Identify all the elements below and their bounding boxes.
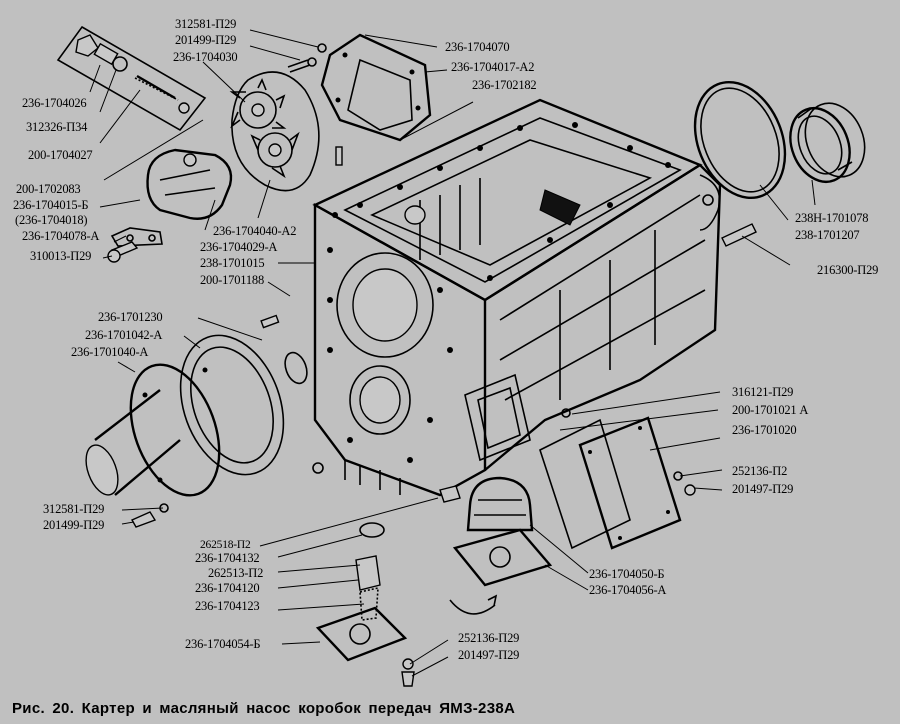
part-label: 200-1701021 А [732,403,809,417]
rear-seal-bearing [693,80,866,247]
part-label: 236-1704054-Б [185,637,261,651]
part-label: 238-1701015 [200,256,265,270]
part-label: 236-1704120 [195,581,260,595]
part-label: 238Н-1701078 [795,211,869,225]
part-label: 200-1702083 [16,182,81,196]
part-label: 236-1704132 [195,551,260,565]
part-label: 236-1704078-А [22,229,100,243]
gearbox-housing [312,98,722,497]
oil-strainer [312,462,553,687]
pump-body [107,148,233,263]
top-bolts [287,43,343,166]
side-cover [539,408,696,550]
part-label: 201499-П29 [43,518,105,532]
part-label: 312581-П29 [175,17,237,31]
part-label: 236-1704030 [173,50,238,64]
part-label: 236-1704017-А2 [451,60,535,74]
part-label: 200-1701188 [200,273,264,287]
part-label: 312326-П34 [26,120,88,134]
figure-caption: Рис. 20. Картер и масляный насос коробок… [12,700,516,717]
front-cover-bolts [131,503,169,528]
part-label: 216300-П29 [817,263,879,277]
part-label: 201497-П29 [732,482,794,496]
part-label: 252136-П29 [458,631,520,645]
part-label: 236-1704029-А [200,240,278,254]
part-label: 236-1704040-А2 [213,224,297,238]
part-label: 236-1704050-Б [589,567,665,581]
relief-valve-assembly [56,25,207,132]
pump-gears [229,78,300,179]
part-label: 236-1702182 [472,78,537,92]
part-label: 252136-П2 [732,464,788,478]
pump-gasket [231,71,320,192]
part-label: 236-1704056-А [589,583,667,597]
part-label: 236-1701020 [732,423,797,437]
part-label: (236-1704018) [15,213,88,227]
part-label: 236-1701230 [98,310,163,324]
part-label: 312581-П29 [43,502,105,516]
oil-pump-cover [320,33,432,142]
part-label: 201497-П29 [458,648,520,662]
part-label: 310013-П29 [30,249,92,263]
part-label: 238-1701207 [795,228,860,242]
leader-lines [89,29,816,677]
part-label: 316121-П29 [732,385,794,399]
part-label: 236-1704070 [445,40,510,54]
part-label: 236-1704015-Б [13,198,89,212]
part-label: 262518-П2 [200,539,251,551]
part-label: 262513-П2 [208,566,264,580]
part-label: 201499-П29 [175,33,237,47]
part-label: 236-1701042-А [85,328,163,342]
front-bearing-cover [85,314,308,497]
part-label: 236-1704123 [195,599,260,613]
part-label: 236-1701040-А [71,345,149,359]
part-label: 200-1704027 [28,148,93,162]
part-label: 236-1704026 [22,96,87,110]
